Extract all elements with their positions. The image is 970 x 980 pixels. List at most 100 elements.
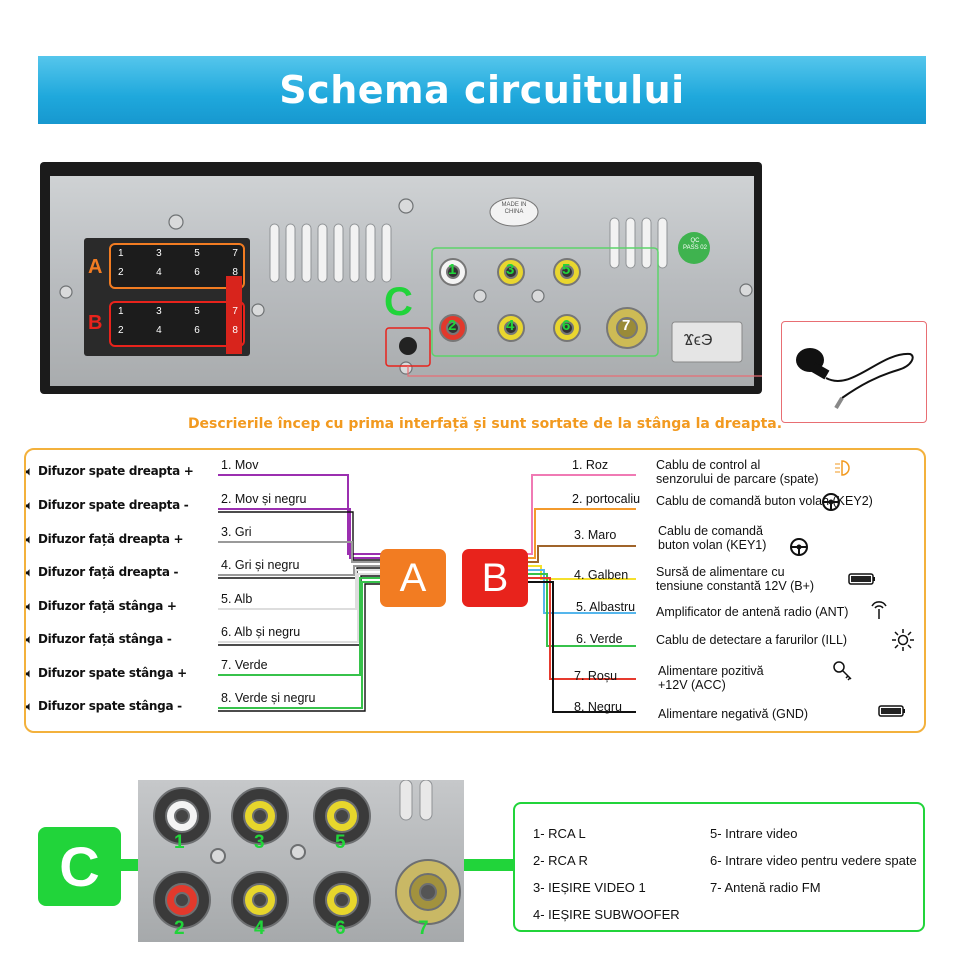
connector-b-badge: B xyxy=(462,549,528,607)
pin-label: 6 xyxy=(194,267,200,278)
wire-label-a: 2. Mov și negru xyxy=(221,492,307,506)
headlight-icon xyxy=(892,629,914,651)
wire-label-a: 6. Alb și negru xyxy=(221,625,301,639)
unit-label-b: B xyxy=(88,312,103,334)
wire-a-line xyxy=(218,541,382,563)
speaker-text: Difuzor față dreapta - xyxy=(38,565,179,579)
wire-label-a: 5. Alb xyxy=(221,592,253,606)
section-c-connector-bar xyxy=(464,859,514,871)
pin-label: 8 xyxy=(232,325,238,336)
steering-wheel-icon xyxy=(822,493,840,511)
microphone-inset xyxy=(781,321,927,423)
desc-line: Cablu de comandă buton volan (KEY2) xyxy=(656,494,873,508)
rca-number: 7 xyxy=(622,317,631,334)
rca-closeup: 1 3 5 2 4 6 7 xyxy=(138,779,464,942)
wire-b-line xyxy=(526,577,636,680)
wire-b-line xyxy=(526,474,636,555)
speaker-icon: 🔈︎ xyxy=(26,499,33,512)
pin-label: 6 xyxy=(194,325,200,336)
legend-item: 2- RCA R xyxy=(533,853,588,868)
function-desc: Alimentare negativă (GND) xyxy=(658,707,808,721)
made-in-stamp: MADE IN CHINA xyxy=(501,202,527,215)
speaker-label: 🔈︎Difuzor spate stânga + xyxy=(26,666,187,681)
speaker-text: Difuzor față stânga - xyxy=(38,632,172,646)
pin-label: 3 xyxy=(156,306,162,317)
desc-line: Cablu de detectare a farurilor (ILL) xyxy=(656,633,848,647)
wire-a-line xyxy=(218,573,382,643)
wire-label-a: 7. Verde xyxy=(221,658,268,672)
connector-a-badge: A xyxy=(380,549,446,607)
wire-a-line xyxy=(218,508,382,559)
pin-label: 5 xyxy=(194,306,200,317)
function-desc: Alimentare pozitivă+12V (ACC) xyxy=(658,664,764,692)
rca-number: 5 xyxy=(562,261,571,278)
photo-number: 1 xyxy=(174,832,185,853)
key-icon xyxy=(833,661,852,681)
wiring-panel: A B 🔈︎Difuzor spate dreapta + 🔈︎Difuzor … xyxy=(24,448,926,733)
pin-label: 1 xyxy=(118,306,124,317)
photo-number: 5 xyxy=(335,832,346,853)
wire-label-b: 4. Galben xyxy=(574,568,629,582)
function-desc: Cablu de detectare a farurilor (ILL) xyxy=(656,633,847,647)
speaker-label: 🔈︎ Difuzor față dreapta - xyxy=(26,565,179,580)
desc-line: Sursă de alimentare cu xyxy=(656,565,785,579)
wire-b-line xyxy=(526,545,636,563)
unit-label-c: C xyxy=(384,280,413,324)
photo-number: 6 xyxy=(335,918,346,939)
rca-number: 6 xyxy=(562,317,571,334)
title-banner: Schema circuitului xyxy=(38,56,926,124)
pin-label: 2 xyxy=(118,267,124,278)
legend-item: 1- RCA L xyxy=(533,826,586,841)
speaker-text: Difuzor spate stânga + xyxy=(38,666,187,680)
rca-legend: 1- RCA L 2- RCA R 3- IEȘIRE VIDEO 1 4- I… xyxy=(513,802,925,932)
section-c-badge: C xyxy=(38,827,121,906)
wire-label-b: 7. Roșu xyxy=(574,669,618,683)
photo-number: 7 xyxy=(418,918,429,939)
legend-item: 5- Intrare video xyxy=(710,826,798,841)
wire-a-stripe xyxy=(218,583,382,712)
speaker-icon: 🔈︎ xyxy=(26,600,33,613)
description-note: Descrierile încep cu prima interfață și … xyxy=(187,416,783,432)
antenna-icon xyxy=(871,601,887,619)
pin-label: 7 xyxy=(232,248,238,259)
wire-a-line xyxy=(218,474,382,555)
pin-label: 2 xyxy=(118,325,124,336)
wire-b-line xyxy=(526,569,636,614)
wire-label-b: 3. Maro xyxy=(574,528,617,542)
page-title: Schema circuitului xyxy=(279,68,685,112)
photo-number: 2 xyxy=(174,918,185,939)
desc-line: Alimentare negativă (GND) xyxy=(658,707,809,721)
speaker-icon: 🔈︎ xyxy=(26,566,33,579)
head-unit-illustration xyxy=(40,162,762,394)
speaker-text: Difuzor față dreapta + xyxy=(38,532,184,546)
battery-icon xyxy=(878,705,905,717)
speaker-label: 🔈︎Difuzor spate dreapta - xyxy=(26,498,189,513)
legend-item: 3- IEȘIRE VIDEO 1 xyxy=(533,880,646,895)
battery-icon xyxy=(848,573,875,585)
wire-a-line xyxy=(218,565,382,576)
rca-closeup-illustration xyxy=(138,779,464,942)
rca-number: 2 xyxy=(448,317,457,334)
function-desc: Amplificator de antenă radio (ANT) xyxy=(656,605,848,619)
desc-line: tensiune constantă 12V (B+) xyxy=(656,579,815,593)
ce-mark: ϪϵЭ xyxy=(684,332,713,349)
pin-label: 8 xyxy=(232,267,238,278)
speaker-icon: 🔈︎ xyxy=(26,633,33,646)
desc-line: buton volan (KEY1) xyxy=(658,538,767,552)
desc-line: Cablu de control al xyxy=(656,458,761,472)
pin-label: 4 xyxy=(156,267,162,278)
photo-number: 3 xyxy=(254,832,265,853)
rca-number: 4 xyxy=(506,317,515,334)
legend-item: 6- Intrare video pentru vedere spate xyxy=(710,853,917,868)
speaker-icon: 🔈︎ xyxy=(26,700,33,713)
legend-item: 4- IEȘIRE SUBWOOFER xyxy=(533,907,680,922)
wire-b-line xyxy=(526,508,636,559)
section-c-connector-bar xyxy=(121,859,139,871)
desc-line: Cablu de comandă xyxy=(658,524,763,538)
photo-number: 4 xyxy=(254,918,265,939)
rca-number: 1 xyxy=(448,261,457,278)
speaker-icon: 🔈︎ xyxy=(26,465,33,478)
